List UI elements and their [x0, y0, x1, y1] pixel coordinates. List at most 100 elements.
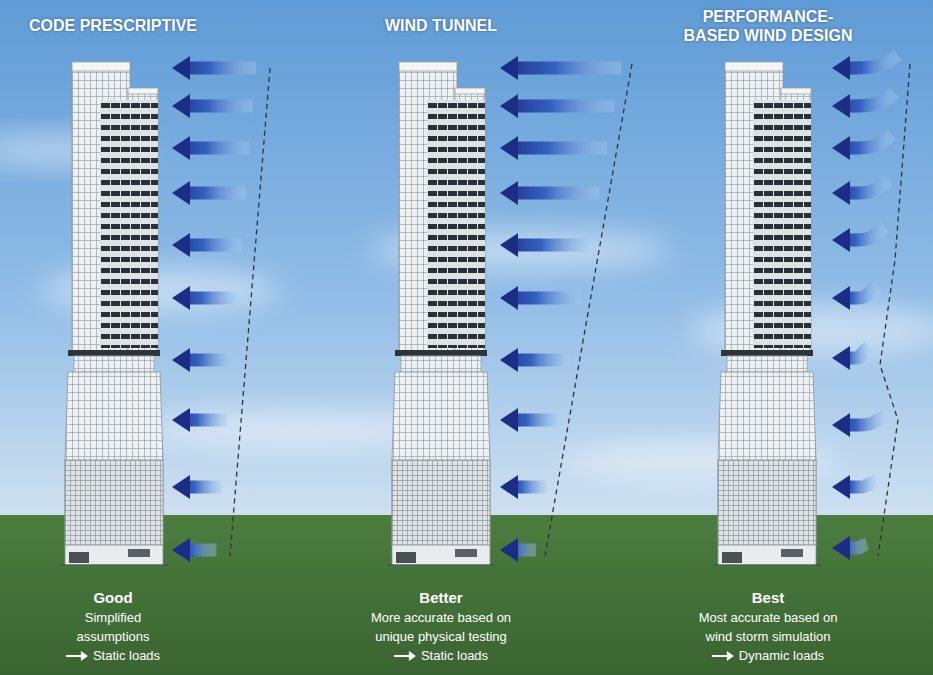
wind-arrow-shaft	[516, 292, 581, 305]
wind-arrow-shaft	[516, 481, 547, 494]
wind-arrow-head	[832, 228, 850, 252]
wind-arrow-shaft	[848, 544, 867, 548]
wind-arrow-head	[172, 348, 190, 372]
wind-arrow-shaft	[848, 135, 892, 148]
wind-arrow-shaft	[516, 544, 536, 557]
wind-arrow-head	[832, 413, 850, 437]
column-title: CODE PRESCRIPTIVE	[8, 16, 218, 35]
tower-entrance	[396, 552, 416, 563]
wind-arrow-head	[832, 536, 850, 560]
wind-arrow-head	[832, 475, 850, 499]
tower-entrance	[69, 552, 89, 563]
tower-podium	[718, 372, 816, 545]
wind-arrow-shaft	[848, 286, 878, 298]
wind-arrow-shaft	[188, 292, 237, 305]
load-arrow-icon	[712, 655, 729, 657]
tower-podium	[65, 372, 163, 545]
load-arrow-icon	[727, 651, 734, 661]
wind-arrow-shaft	[848, 55, 898, 68]
wind-arrow-head	[172, 56, 190, 80]
load-arrow-icon	[394, 655, 411, 657]
wind-arrow-head	[832, 181, 850, 205]
wind-arrow-shaft	[516, 239, 590, 252]
load-arrow-icon	[409, 651, 416, 661]
rating: Better	[376, 589, 506, 607]
tower	[713, 62, 821, 565]
method-description: More accurate based on unique physical t…	[359, 608, 524, 646]
wind-arrow-head	[500, 286, 518, 310]
wind-arrow-shaft	[188, 544, 216, 557]
load-type: Static loads	[93, 647, 160, 665]
wind-arrow-shaft	[188, 481, 222, 494]
load-arrow-icon	[81, 651, 88, 661]
wind-arrow-head	[172, 286, 190, 310]
wind-arrow-shaft	[848, 180, 888, 193]
tower-podium-lower	[65, 460, 163, 545]
tower-base	[718, 545, 816, 565]
wind-profile-line	[230, 68, 270, 556]
tower-base	[392, 545, 490, 565]
tower-belt	[395, 350, 487, 356]
rating: Best	[703, 589, 833, 607]
tower-balconies	[753, 100, 811, 348]
wind-arrow-head	[832, 136, 850, 160]
tower-entrance	[722, 552, 742, 563]
wind-arrow-shaft	[188, 239, 241, 252]
tower-entrance	[781, 549, 803, 557]
wind-arrow-shaft	[848, 416, 885, 425]
wind-arrow-shaft	[848, 347, 869, 358]
load-type: Static loads	[421, 647, 488, 665]
wind-arrow-head	[500, 538, 518, 562]
tower-wing-crown	[128, 88, 158, 94]
wind-arrow-shaft	[516, 100, 615, 113]
wind-arrow-shaft	[188, 142, 249, 155]
tower-transfer	[727, 356, 807, 372]
wind-arrow-shaft	[188, 187, 246, 200]
tower-podium-lower	[718, 460, 816, 545]
method-description: Simplified assumptions	[58, 608, 168, 646]
wind-arrow-head	[500, 94, 518, 118]
tower-base-line	[713, 565, 821, 566]
wind-arrow-shaft	[848, 481, 876, 487]
tower-podium-lower	[392, 460, 490, 545]
wind-arrow-head	[172, 408, 190, 432]
wind-arrow-head	[500, 408, 518, 432]
wind-arrow-head	[500, 181, 518, 205]
tower-entrance	[455, 549, 477, 557]
wind-arrow-shaft	[188, 414, 227, 427]
wind-arrow-head	[500, 348, 518, 372]
wind-arrow-head	[500, 475, 518, 499]
column-title: WIND TUNNEL	[336, 16, 546, 35]
wind-arrow-head	[172, 538, 190, 562]
tower	[60, 62, 168, 565]
tower-belt	[68, 350, 160, 356]
tower-crown	[399, 62, 457, 71]
rating: Good	[48, 589, 178, 607]
wind-arrow-head	[172, 136, 190, 160]
tower-transfer	[74, 356, 154, 372]
tower-base-line	[60, 565, 168, 566]
tower-balconies	[427, 100, 485, 348]
wind-profile-line	[545, 64, 632, 556]
wind-arrow-shaft	[516, 142, 607, 155]
tower-crown	[72, 62, 130, 71]
wind-arrow-head	[500, 136, 518, 160]
wind-arrow-shaft	[516, 414, 559, 427]
wind-arrow-shaft	[188, 100, 253, 113]
tower-belt	[721, 350, 813, 356]
wind-arrow-head	[500, 233, 518, 257]
wind-arrow-shaft	[516, 187, 599, 200]
method-description: Most accurate based on wind storm simula…	[686, 608, 851, 646]
wind-arrow-head	[172, 475, 190, 499]
wind-arrow-head	[832, 286, 850, 310]
wind-arrow-head	[832, 94, 850, 118]
tower-transfer	[401, 356, 481, 372]
column-title: PERFORMANCE-BASED WIND DESIGN	[683, 7, 853, 45]
wind-arrow-head	[172, 94, 190, 118]
tower-crown	[725, 62, 783, 71]
tower-entrance	[128, 549, 150, 557]
wind-arrow-shaft	[188, 354, 232, 367]
wind-arrow-head	[172, 233, 190, 257]
